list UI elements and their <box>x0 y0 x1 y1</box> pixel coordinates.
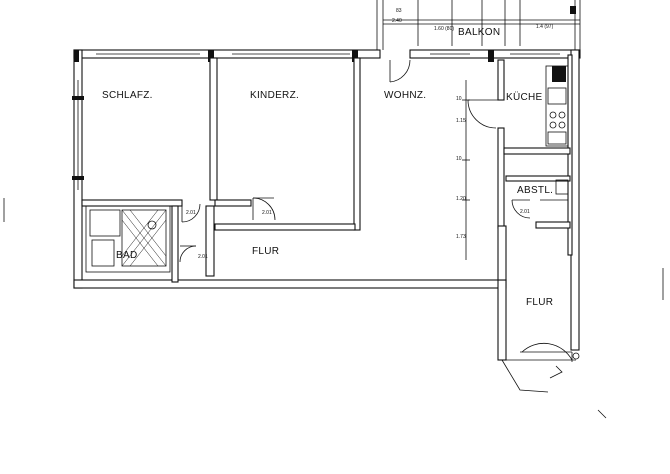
balkon-mid-dim: 1.60 (80) <box>434 26 454 32</box>
room-label-wohnz: WOHNZ. <box>384 90 426 101</box>
room-label-kueche: KÜCHE <box>506 91 543 103</box>
storage-fixtures <box>540 179 569 201</box>
wohnz-side-dim-3: 10 <box>456 156 462 162</box>
wohnz-side-dim-1: 10 <box>456 96 462 102</box>
abstl-door-dim: 2.01 <box>520 209 530 215</box>
bad-side-dim: 2.01 <box>198 254 208 260</box>
balkon-top-dim: 83 <box>396 8 402 14</box>
bathroom-fixtures <box>85 205 171 273</box>
balkon-right-dim: 1.4 (97) <box>536 24 554 30</box>
top-windows <box>74 50 560 62</box>
wohnz-dims <box>462 80 470 260</box>
outside-marks <box>3 198 664 419</box>
kitchen-fixtures <box>545 65 569 147</box>
room-label-schlafz: SCHLAFZ. <box>102 90 153 101</box>
room-label-abstl: ABSTL. <box>517 185 553 196</box>
room-label-kinderz: KINDERZ. <box>250 90 299 101</box>
schlafz-door-dim: 2.01 <box>186 210 196 216</box>
kinderz-door-dim: 2.01 <box>262 210 272 216</box>
wohnz-side-dim-2: 1.15 <box>456 118 466 124</box>
balkon-left-dim: 2.40 <box>392 18 402 24</box>
room-label-balkon: BALKON <box>458 27 500 38</box>
inner-walls <box>81 57 571 283</box>
flur-side-dim: 1.73 <box>456 234 466 240</box>
left-window <box>72 80 84 190</box>
room-label-bad: BAD <box>116 250 137 261</box>
balcony <box>376 0 581 50</box>
wohnz-side-dim-4: 1.20 <box>456 196 466 202</box>
room-label-flur-1: FLUR <box>252 246 279 257</box>
room-label-flur-2: FLUR <box>526 297 553 308</box>
doors <box>179 59 580 393</box>
